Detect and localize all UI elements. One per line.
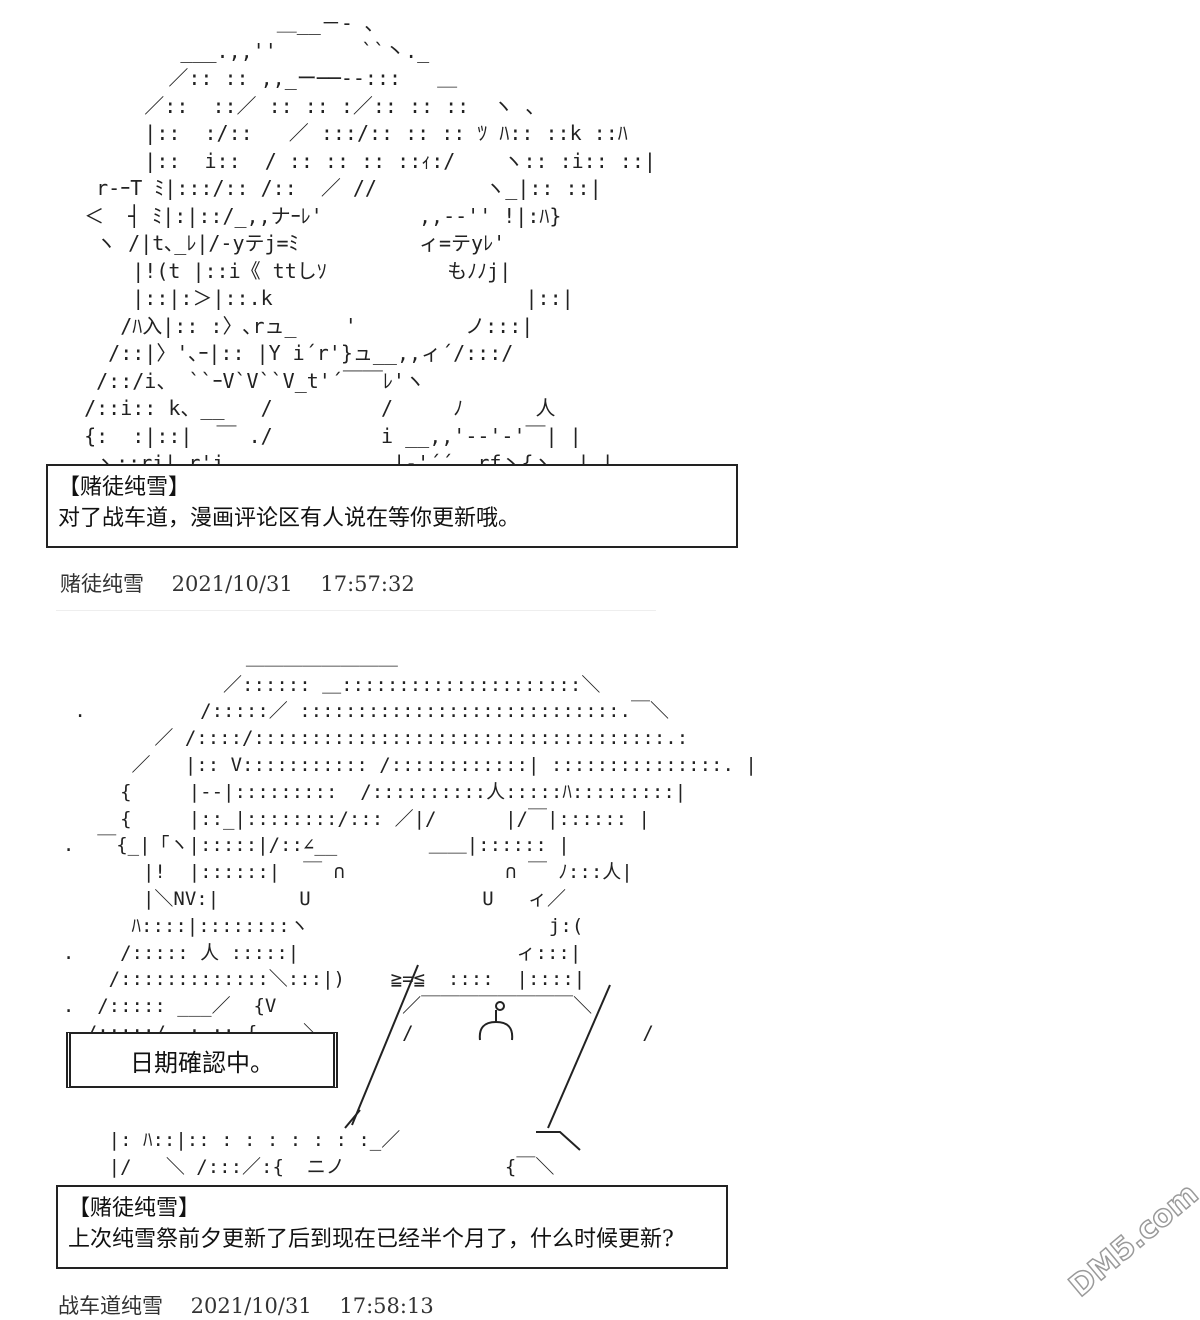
ascii-art-top: ＿__－- ､ ___.,,'' ``丶._ ／:: :: ,,_ー──‐-::…: [60, 10, 656, 478]
separator: [56, 610, 656, 611]
ascii-art-line: ＜ ┤ ﾐ|:|::/_,,ナｰﾚ' ,,-‐'' !|:ﾊ}: [84, 203, 562, 228]
ascii-art-line: |:: :/:: ／ :::/:: :: :: ﾂ ﾊ:: ::k ::ﾊ: [144, 121, 628, 145]
ascii-art-line: . /:::::／ ::::::::::::::::::::::::::::.￣…: [74, 700, 669, 723]
ascii-art-line: ／ |:: V::::::::::: /::::::::::::| ::::::…: [131, 753, 757, 776]
ascii-art-line: . ￣{_|「ヽ|:::::|/::∠__ ＿＿|:::::: |: [62, 834, 570, 857]
ascii-art-line: /::/i、 ``ｰV`V``V_t'´￣￣ﾚ'ヽ: [96, 368, 425, 393]
watermark-text: DM5.com: [1063, 1180, 1200, 1304]
dialog-speaker: 【赌徒纯雪】: [58, 475, 191, 500]
ascii-art-bottom: ＿＿＿＿＿＿＿＿ ／:::::: ＿:::::::::::::::::::::＼…: [40, 618, 757, 1181]
ascii-art-line: r‐ｰT ﾐ|:::/:: /:: ／ // ヽ_|:: ::|: [96, 176, 602, 200]
watermark-logo: DM5.com: [1062, 1180, 1200, 1305]
ascii-art-line: ／:: ::／ :: :: :／:: :: :: ヽ 、: [144, 93, 546, 118]
dialog-box-top: 【赌徒纯雪】 对了战车道，漫画评论区有人说在等你更新哦。: [46, 464, 738, 548]
date-sign: 日期確認中。: [66, 1032, 338, 1088]
ascii-art-line: /ﾊ入|:: :〉､rュ_ ' ノ:::|: [120, 313, 534, 338]
dialog-text: 对了战车道，漫画评论区有人说在等你更新哦。: [58, 506, 521, 531]
ascii-art-line: |! |::::::| ￣ ∩ ∩ ￣ ﾉ:::人|: [142, 861, 633, 884]
ascii-art-line: |＼NV:| U U ィ／: [142, 887, 566, 910]
ascii-art-line: |:: i:: / :: :: :: ::ｨ:/ ヽ:: :i:: ::|: [144, 148, 656, 173]
ascii-art-line: ___.,,'' ``丶._: [180, 38, 430, 63]
ascii-art-line: . /::::: 人 :::::| ィ:::|: [62, 941, 582, 964]
ascii-art-line: ＿__－- ､: [276, 11, 375, 35]
ascii-art-line: |::|:＞|::.k |::|: [132, 286, 574, 310]
dialog-text: 上次纯雪祭前夕更新了后到现在已经半个月了，什么时候更新?: [68, 1227, 674, 1252]
date-sign-text: 日期確認中。: [130, 1048, 274, 1077]
post-meta-bottom: 战车道纯雪 2021/10/31 17:58:13: [58, 1294, 434, 1318]
post-meta-top: 赌徒纯雪 2021/10/31 17:57:32: [60, 572, 415, 596]
ascii-art-line: ／:: :: ,,_ー──‐-::: ＿: [168, 66, 458, 90]
ascii-art-line: . /::::: ___／ {V ／￣￣￣￣￣￣￣￣＼: [62, 995, 593, 1018]
ascii-art-line: ﾊ::::|::::::::ヽ j:(: [131, 914, 584, 937]
ascii-art-line: |: ﾊ::|:: : : : : : : :_／: [108, 1129, 401, 1152]
ascii-art-line: { |‐‐|::::::::: /::::::::::人:::::ﾊ::::::…: [120, 780, 687, 803]
ascii-art-line: ／ /::::/::::::::::::::::::::::::::::::::…: [154, 727, 689, 750]
dialog-speaker: 【赌徒纯雪】: [68, 1196, 201, 1221]
ascii-art-line: /::|〉'､ｰ|:: |Y i´r'}ュ__,,ィ´/:::/: [108, 341, 514, 365]
ascii-art-line: /:::::::::::::＼:::|) ≧=≦ :::: |::::|: [108, 968, 586, 991]
dialog-box-bottom: 【赌徒纯雪】 上次纯雪祭前夕更新了后到现在已经半个月了，什么时候更新?: [56, 1185, 728, 1269]
ascii-art-line: |!(t |::i《 ttしｿ もﾉﾉj|: [132, 258, 512, 283]
ascii-art-line: { |::_|::::::::/::: ／|/ |/￣|:::::: |: [120, 807, 650, 830]
ascii-art-line: /::i:: k、__ / / ﾉ 人: [84, 396, 556, 420]
ascii-art-line: ヽ /|t､_ﾚ|/‐yテj=ﾐ ィ=テyﾚ': [96, 231, 506, 255]
ascii-art-line: {: :|::| ￣ ./ i __,,'-‐'‐'￣| |: [84, 423, 582, 448]
ascii-art-line: |/ ＼ /:::／:{ ニノ {￣＼: [108, 1155, 555, 1178]
ascii-art-line: ＿＿＿＿＿＿＿＿: [245, 646, 398, 669]
ascii-art-line: ／:::::: ＿:::::::::::::::::::::＼: [223, 673, 601, 696]
